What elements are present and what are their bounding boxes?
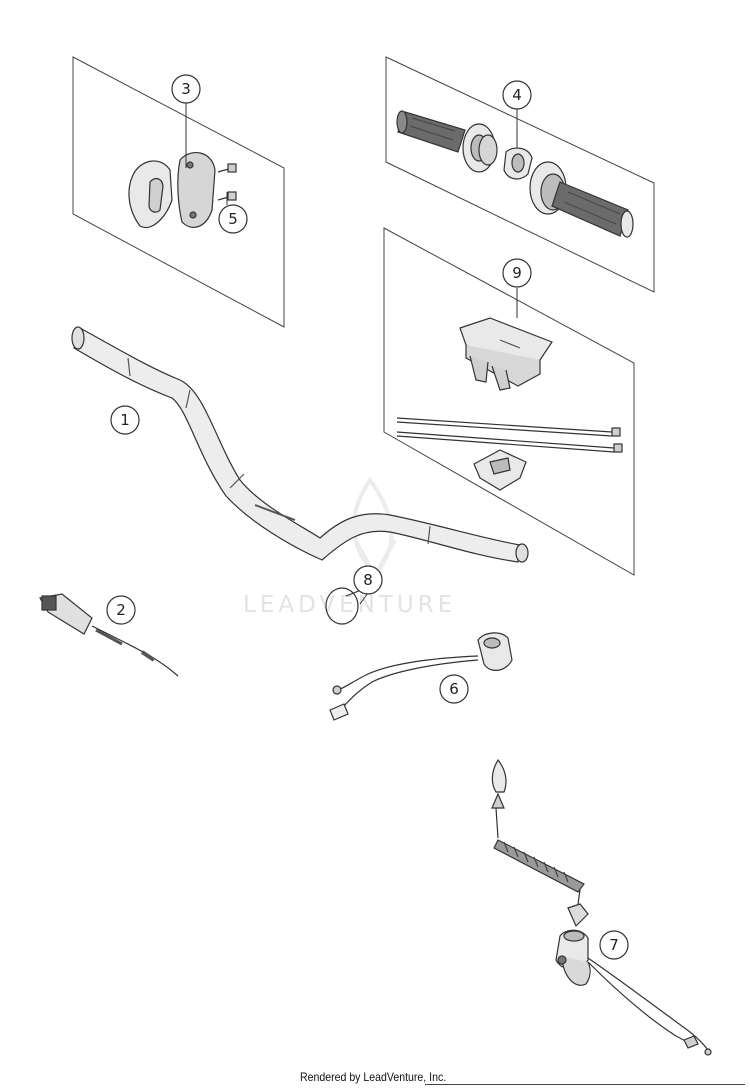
part-throttle-tube (462, 123, 498, 173)
part-wire-clip (473, 449, 527, 491)
callout-2-label: 2 (116, 601, 126, 619)
callout-3: 3 (171, 74, 201, 104)
callout-7: 7 (599, 930, 629, 960)
callout-8-label: 8 (363, 571, 373, 589)
watermark-logo-text: LEADVENTURE (243, 592, 457, 618)
part-throttle-cam (503, 147, 533, 180)
part-handlebar (71, 326, 529, 563)
part-grip-right (529, 161, 634, 238)
footer-credit: Rendered by LeadVenture, Inc. (300, 1070, 447, 1084)
callout-1-label: 1 (120, 411, 130, 429)
part-lanyard-kill-switch (491, 758, 712, 1056)
callout-4: 4 (502, 80, 532, 110)
part-cable-strap (325, 587, 367, 625)
callout-3-label: 3 (181, 80, 191, 98)
callout-9-label: 9 (512, 264, 522, 282)
part-throttle-cable (39, 593, 179, 677)
callout-9: 9 (502, 258, 532, 288)
footer-rule (425, 1084, 745, 1085)
callout-6-label: 6 (449, 680, 459, 698)
part-kill-switch (329, 632, 513, 721)
callout-1: 1 (110, 405, 140, 435)
callout-6: 6 (439, 674, 469, 704)
part-clamp-screws (217, 163, 237, 201)
callout-leaders (185, 103, 518, 605)
panel-group-4 (385, 56, 655, 293)
callout-4-label: 4 (512, 86, 522, 104)
panel-group-3 (72, 56, 285, 328)
part-handlebar-clamp (128, 152, 216, 229)
callout-8: 8 (353, 565, 383, 595)
part-cable-ties (396, 417, 623, 453)
callout-7-label: 7 (609, 936, 619, 954)
callout-5: 5 (218, 204, 248, 234)
part-grip-left (396, 110, 466, 153)
callout-2: 2 (106, 595, 136, 625)
callout-5-label: 5 (228, 210, 238, 228)
part-handlebar-pad (459, 317, 553, 391)
panel-group-9 (383, 227, 635, 576)
